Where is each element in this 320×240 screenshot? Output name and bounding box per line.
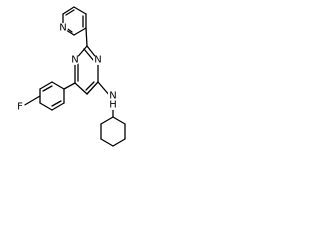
- structure-diagram: N N N F N H: [15, 6, 126, 147]
- svg-text:F: F: [17, 102, 23, 113]
- bond-layer: [22, 6, 126, 147]
- amine-hydrogen-label: H: [109, 100, 117, 111]
- amine-nitrogen-label: N H: [108, 91, 119, 111]
- atom-labels: N N N F N H: [15, 23, 119, 113]
- pyrimidine-nitrogen-left-label: N: [70, 55, 80, 66]
- fluorine-label: F: [15, 102, 25, 113]
- svg-text:N: N: [109, 91, 116, 102]
- svg-text:N: N: [94, 55, 101, 66]
- svg-text:N: N: [59, 23, 66, 34]
- svg-text:N: N: [71, 55, 78, 66]
- pyridine-nitrogen-label: N: [58, 23, 68, 34]
- pyrimidine-nitrogen-right-label: N: [93, 55, 103, 66]
